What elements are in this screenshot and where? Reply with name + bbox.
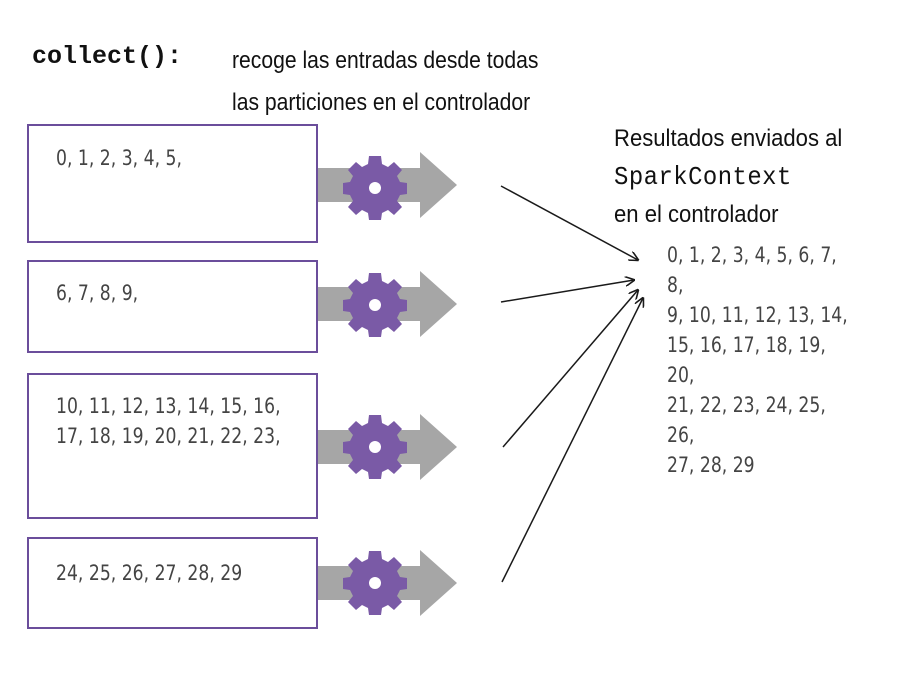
partition-values: 6, 7, 8, 9, xyxy=(56,281,139,305)
partition-box xyxy=(27,260,318,353)
result-label: Resultados enviados al SparkContext en e… xyxy=(614,120,842,234)
gear-icon xyxy=(343,273,407,337)
description-line: recoge las entradas desde todas xyxy=(232,47,539,74)
result-label-line: en el controlador xyxy=(614,201,779,228)
description-line: las particiones en el controlador xyxy=(232,89,531,116)
connector-arrow xyxy=(501,298,643,583)
partition-values: 0, 1, 2, 3, 4, 5, xyxy=(56,146,182,170)
spark-context-label: SparkContext xyxy=(614,162,792,192)
function-description: recoge las entradas desde todas las part… xyxy=(232,40,538,124)
connector-arrow xyxy=(500,185,638,260)
gear-icon xyxy=(343,415,407,479)
gear-icon xyxy=(343,551,407,615)
partition-box xyxy=(27,537,318,629)
connector-arrow xyxy=(500,280,634,303)
connector-arrow xyxy=(502,290,638,448)
collected-values: 0, 1, 2, 3, 4, 5, 6, 7, 8, 9, 10, 11, 12… xyxy=(667,243,848,477)
function-name: collect(): xyxy=(32,42,183,71)
partition-values: 10, 11, 12, 13, 14, 15, 16, 17, 18, 19, … xyxy=(56,394,281,448)
result-label-line: Resultados enviados al xyxy=(614,125,843,152)
partition-values: 24, 25, 26, 27, 28, 29 xyxy=(56,561,243,585)
gear-icon xyxy=(343,156,407,220)
partition-box xyxy=(27,373,318,519)
partition-box xyxy=(27,124,318,243)
